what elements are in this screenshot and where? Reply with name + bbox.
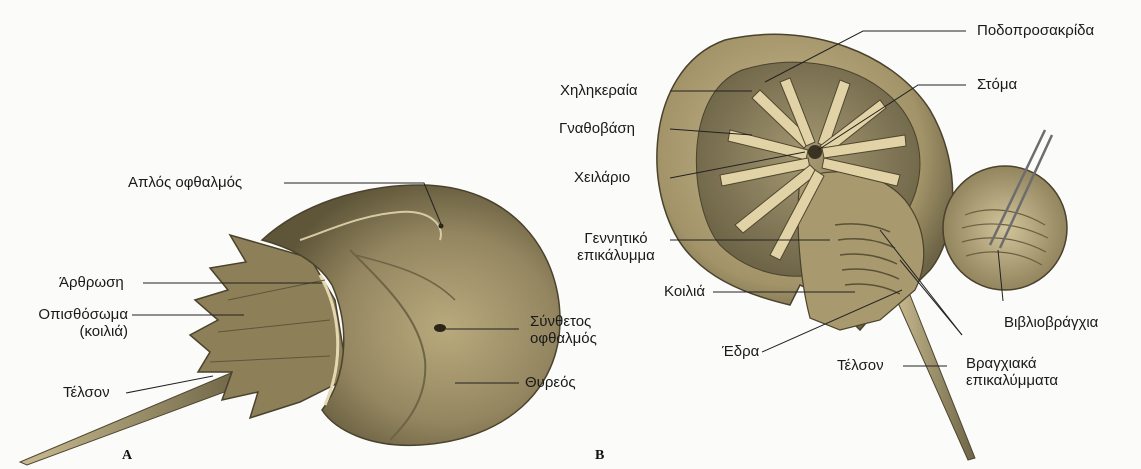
label-carapace: Θυρεός — [525, 374, 576, 391]
label-opisthosoma-abdomen: (κοιλιά) — [8, 323, 128, 340]
label-anus: Έδρα — [722, 343, 759, 360]
crab-ventral-view — [657, 34, 1067, 460]
label-simple-eye: Απλός οφθαλμός — [128, 174, 242, 191]
panel-letter-b: B — [595, 448, 604, 464]
book-gill-inset — [943, 166, 1067, 290]
label-telson-a: Τέλσον — [63, 384, 110, 401]
label-joint: Άρθρωση — [59, 274, 124, 291]
label-genital-operculum-2: επικάλυμμα — [560, 247, 672, 264]
label-book-gills: Βιβλιοβράγχια — [1004, 314, 1098, 331]
label-opisthosoma: Οπισθόσωμα — [8, 306, 128, 323]
label-gill-covers-2: επικαλύμματα — [966, 372, 1058, 389]
label-gill-covers: Βραγχιακά — [966, 355, 1037, 372]
compound-eye-shape — [434, 324, 446, 332]
label-chilarium: Χειλάριο — [574, 169, 630, 186]
label-compound-eye-2: οφθαλμός — [530, 330, 597, 347]
label-compound-eye: Σύνθετος — [530, 313, 591, 330]
label-mouth: Στόμα — [977, 76, 1017, 93]
label-telson-b: Τέλσον — [837, 357, 884, 374]
telson-a-shape — [20, 370, 246, 465]
label-chelicera: Χηληκεραία — [560, 82, 638, 99]
telson-b-shape — [895, 290, 975, 460]
label-abdomen: Κοιλιά — [664, 283, 705, 300]
panel-letter-a: A — [122, 448, 132, 464]
label-walking-legs: Ποδοπροσακρίδα — [977, 22, 1094, 39]
label-genital-operculum: Γεννητικό — [560, 230, 672, 247]
label-gnathobase: Γναθοβάση — [559, 120, 635, 137]
